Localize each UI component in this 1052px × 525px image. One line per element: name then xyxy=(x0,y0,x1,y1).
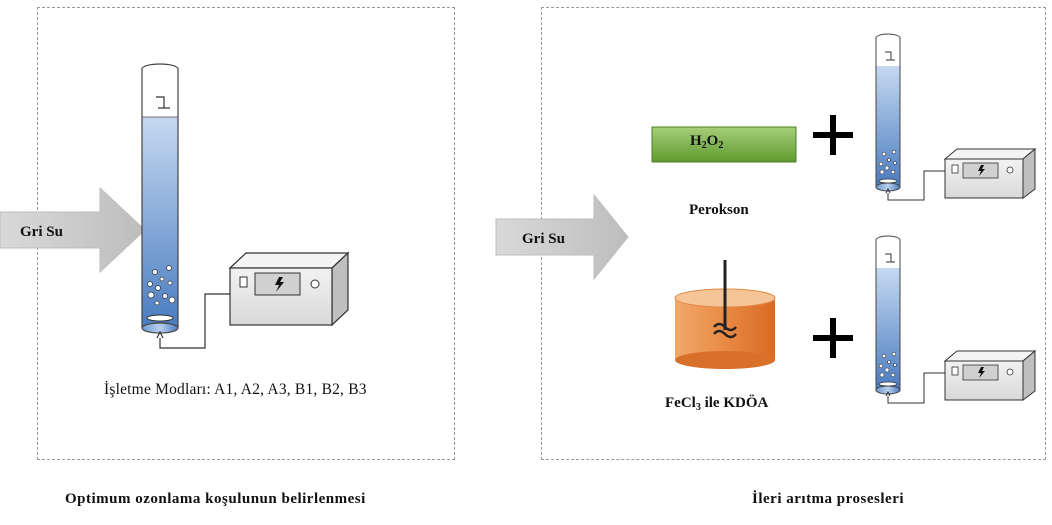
ozone-generator-icon xyxy=(943,147,1037,199)
input-arrow-icon xyxy=(0,186,146,274)
ozone-column-icon xyxy=(141,63,230,349)
input-label-greywater: Gri Su xyxy=(522,231,565,247)
h2o2-reagent-box xyxy=(651,126,797,163)
caption-right: İleri arıtma prosesleri xyxy=(752,491,905,507)
caption-left: Optimum ozonlama koşulunun belirlenmesi xyxy=(65,491,366,507)
plus-icon xyxy=(813,318,853,358)
h2o2-label: H2O2 xyxy=(690,133,724,151)
ozone-column-icon xyxy=(875,235,945,404)
perokson-label: Perokson xyxy=(689,202,749,218)
plus-icon xyxy=(813,115,853,155)
operation-modes-label: İşletme Modları: A1, A2, A3, B1, B2, B3 xyxy=(104,381,367,398)
input-label-greywater: Gri Su xyxy=(20,224,63,240)
mixing-tank-icon xyxy=(674,260,776,369)
fecl3-coagulation-label: FeCl3 ile KDÖA xyxy=(665,395,769,413)
ozone-column-icon xyxy=(875,33,945,201)
ozone-generator-icon xyxy=(943,349,1037,401)
ozone-generator-icon xyxy=(228,251,350,327)
input-arrow-icon xyxy=(495,193,629,281)
